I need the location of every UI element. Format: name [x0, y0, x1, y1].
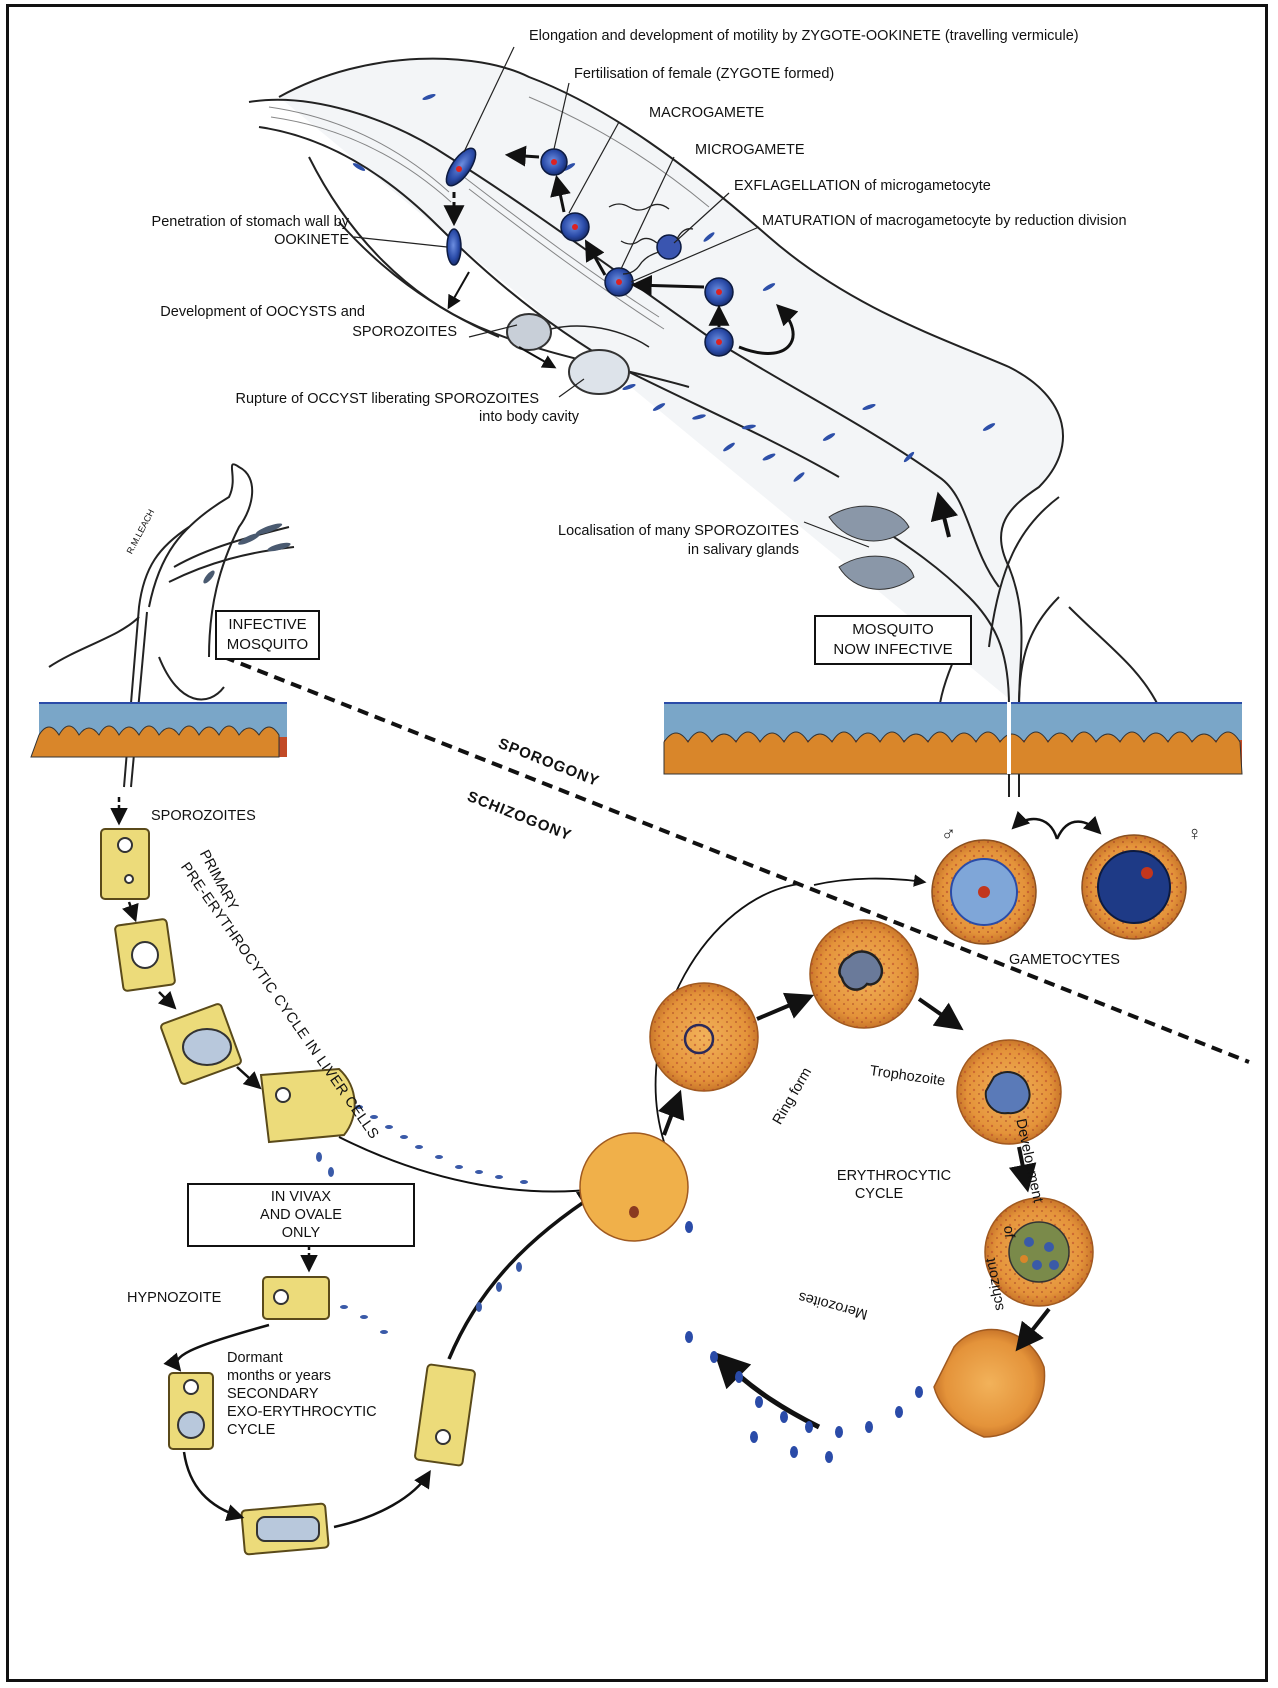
diagram-frame: Elongation and development of motility b… — [6, 4, 1268, 1682]
mosquito-stomach — [249, 59, 1063, 707]
box-vivax-line-1: IN VIVAX — [189, 1188, 413, 1206]
female-symbol: ♀ — [1187, 823, 1202, 846]
label-exflagellation: EXFLAGELLATION of microgametocyte — [734, 177, 991, 195]
box-now-infective-line-2: NOW INFECTIVE — [816, 640, 970, 660]
box-mosquito-now-infective: MOSQUITO NOW INFECTIVE — [814, 615, 972, 665]
box-infective-line-1: INFECTIVE — [217, 615, 318, 635]
label-rupture-1: Rupture of OCCYST liberating SPOROZOITES — [109, 390, 539, 408]
label-dormant-3: SECONDARY — [227, 1385, 319, 1403]
box-vivax-line-2: AND OVALE — [189, 1206, 413, 1224]
label-hypnozoite: HYPNOZOITE — [127, 1289, 221, 1307]
malaria-life-cycle-art — [9, 7, 1265, 1679]
label-oocysts-2: SPOROZOITES — [69, 323, 457, 341]
label-localisation-2: in salivary glands — [459, 541, 799, 559]
label-sporozoites: SPOROZOITES — [151, 807, 256, 825]
box-infective-line-2: MOSQUITO — [217, 635, 318, 655]
label-dormant-2: months or years — [227, 1367, 331, 1385]
box-vivax-line-3: ONLY — [189, 1224, 413, 1242]
label-maturation: MATURATION of macrogametocyte by reducti… — [762, 212, 1127, 230]
gametocyte-cells — [932, 835, 1186, 944]
male-symbol: ♂ — [941, 823, 956, 846]
box-infective-mosquito: INFECTIVE MOSQUITO — [215, 610, 320, 660]
mature-schizont — [1009, 1222, 1069, 1282]
label-elongation: Elongation and development of motility b… — [529, 27, 1079, 45]
oocyst — [507, 314, 551, 350]
label-dormant-5: CYCLE — [227, 1421, 275, 1439]
skin-right — [664, 702, 1242, 774]
label-oocysts-1: Development of OOCYSTS and — [69, 303, 365, 321]
label-of: of — [999, 1225, 1018, 1239]
label-dormant-4: EXO-ERYTHROCYTIC — [227, 1403, 377, 1421]
label-rupture-2: into body cavity — [109, 408, 579, 426]
label-macrogamete: MACROGAMETE — [649, 104, 764, 122]
box-now-infective-line-1: MOSQUITO — [816, 620, 970, 640]
label-fertilisation: Fertilisation of female (ZYGOTE formed) — [574, 65, 834, 83]
box-vivax-ovale: IN VIVAX AND OVALE ONLY — [187, 1183, 415, 1247]
label-penetration-2: OOKINETE — [49, 231, 349, 249]
label-localisation-1: Localisation of many SPOROZOITES — [459, 522, 799, 540]
label-erythrocytic-1: ERYTHROCYTIC — [829, 1167, 959, 1185]
label-dormant-1: Dormant — [227, 1349, 283, 1367]
developing-schizont — [986, 1072, 1030, 1113]
label-penetration-1: Penetration of stomach wall by — [49, 213, 349, 231]
label-gametocytes: GAMETOCYTES — [1009, 951, 1120, 969]
label-erythrocytic-2: CYCLE — [829, 1185, 929, 1203]
skin-left — [31, 702, 287, 757]
ruptured-oocyst — [569, 350, 629, 394]
merozoite-scatter-blood — [629, 1206, 923, 1463]
label-microgamete: MICROGAMETE — [695, 141, 805, 159]
left-gland-fronds — [202, 521, 292, 585]
